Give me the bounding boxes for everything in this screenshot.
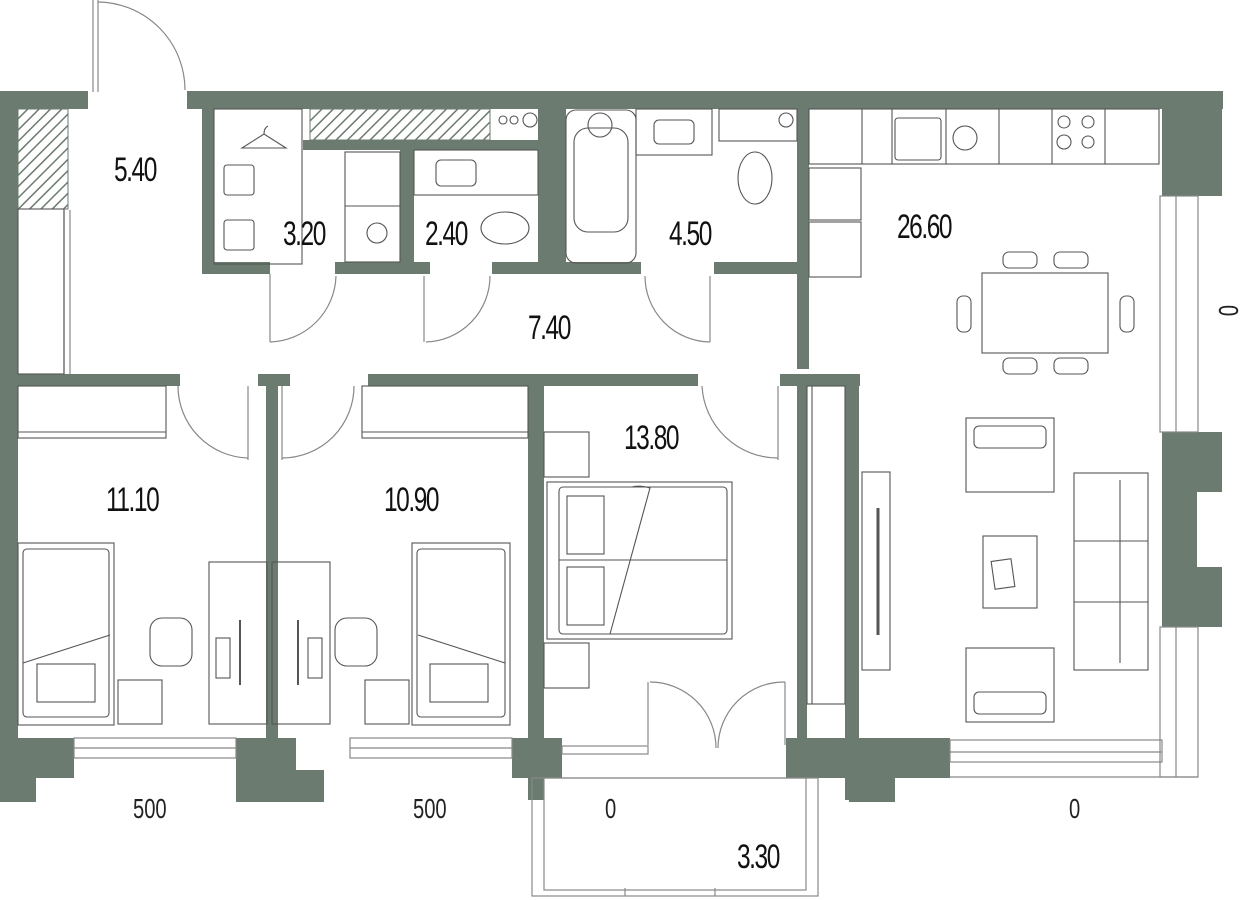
area-label-hall: 5.40 — [114, 151, 157, 189]
nightstand — [117, 679, 163, 725]
hanger-icon — [240, 125, 288, 149]
windows-doors — [63, 0, 1199, 897]
toilet-icon — [480, 211, 530, 245]
office-chair — [334, 617, 378, 667]
tv-stand — [861, 471, 891, 671]
area-label-balcony: 3.30 — [737, 838, 780, 876]
chair — [1119, 295, 1135, 333]
area-label-wc: 2.40 — [425, 215, 468, 253]
furniture — [17, 108, 1160, 726]
master-wardrobe — [806, 385, 846, 705]
shirt-folded-icon — [223, 219, 255, 251]
sofa — [1073, 472, 1149, 671]
keyboard — [215, 637, 231, 679]
single-bed — [17, 542, 115, 726]
oven — [808, 167, 862, 221]
area-label-bedroom-2: 10.90 — [384, 481, 440, 519]
laundry-wardrobe — [213, 108, 303, 265]
dishwasher-icon — [952, 125, 978, 151]
office-chair — [149, 617, 193, 667]
dryer-spiral-icon — [366, 222, 388, 244]
nightstand — [364, 679, 410, 725]
desk — [271, 561, 331, 725]
area-label-bedroom-1: 11.10 — [106, 481, 160, 519]
nightstand — [543, 642, 590, 689]
dimension-bottom-balcony: 0 — [605, 793, 617, 824]
armchair — [965, 417, 1055, 493]
kitchen-counter — [808, 108, 1160, 165]
chair — [956, 295, 972, 333]
desk — [208, 561, 268, 725]
wardrobe-bedroom-1 — [17, 385, 167, 439]
double-bed — [546, 481, 733, 640]
walls — [0, 91, 1223, 802]
sink-icon — [435, 159, 477, 187]
dimension-bottom-mid: 500 — [413, 793, 447, 824]
bath-toilet-icon — [737, 151, 773, 205]
armchair — [965, 647, 1055, 723]
chair — [1002, 357, 1038, 375]
dimension-bottom-left: 500 — [133, 793, 167, 824]
area-label-kitchen-living: 26.60 — [897, 208, 953, 246]
fridge — [808, 221, 862, 278]
area-label-bathroom: 4.50 — [669, 215, 712, 253]
nightstand — [543, 431, 590, 478]
chair — [1053, 357, 1089, 375]
washer-dryer — [344, 151, 401, 263]
dimension-right-side: 0 — [1213, 305, 1244, 317]
chair — [1053, 251, 1089, 269]
chair — [1002, 251, 1038, 269]
bathtub-icon — [565, 109, 637, 264]
area-label-master-bedroom: 13.80 — [624, 419, 680, 457]
area-label-corridor: 7.40 — [528, 309, 571, 347]
shirt-icon — [223, 164, 255, 196]
dining-table — [981, 272, 1109, 354]
coffee-table — [982, 535, 1038, 609]
dimension-bottom-right: 0 — [1069, 793, 1081, 824]
area-label-laundry: 3.20 — [283, 215, 326, 253]
kitchen-sink-icon — [894, 117, 942, 161]
keyboard — [307, 637, 323, 679]
single-bed — [411, 542, 511, 726]
hall-wardrobe — [17, 208, 65, 375]
wardrobe-bedroom-2 — [361, 385, 529, 439]
bath-sink-icon — [653, 119, 695, 145]
